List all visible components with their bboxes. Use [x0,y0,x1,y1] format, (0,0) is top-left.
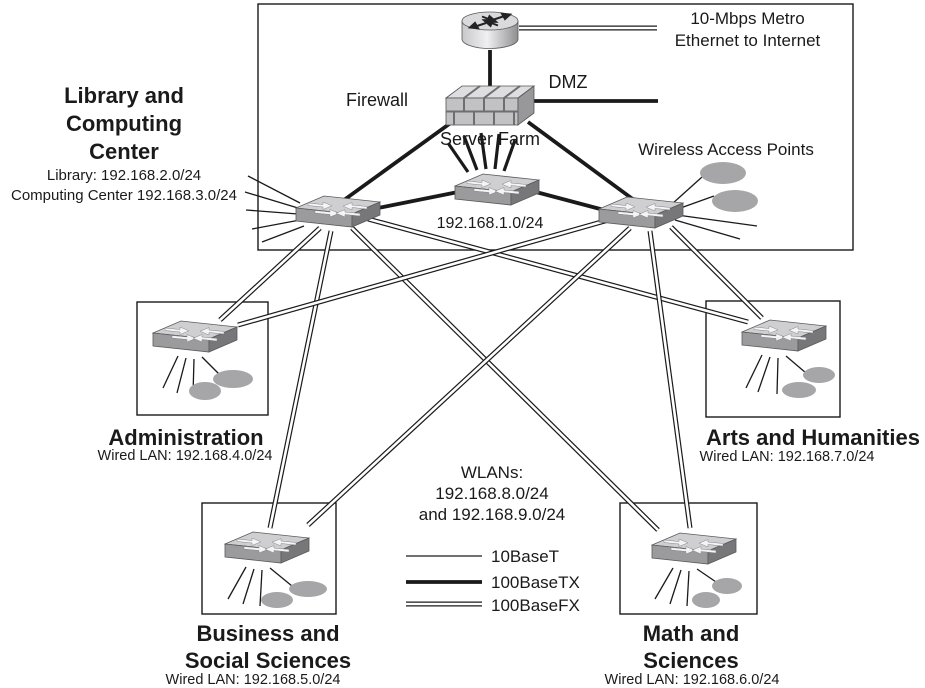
internet-label-line2: Ethernet to Internet [674,31,821,50]
business-box [201,502,337,615]
server-farm-switch-icon [454,173,540,206]
campus-title-line3: Center [89,139,159,164]
arts-fan [745,354,807,395]
wlans-note: WLANs: 192.168.8.0/24 and 192.168.9.0/24 [400,462,584,525]
administration-user-node [213,370,253,388]
campus-label: Library and Computing Center Library: 19… [0,82,248,206]
business-title: Business and Social Sciences [173,620,363,674]
wlans-note-line3: and 192.168.9.0/24 [418,505,566,524]
arts-switch-icon [741,319,827,352]
link-core-right-math [647,230,693,529]
wlans-note-line1: WLANs: [460,463,524,482]
campus-subnet-computing: Computing Center 192.168.3.0/24 [11,187,237,204]
arts-user-node [803,367,835,383]
administration-subnet: Wired LAN: 192.168.4.0/24 [97,448,273,464]
arts-box [705,300,841,418]
math-title-line1: Math and [642,621,740,646]
business-title-line2: Social Sciences [184,648,352,673]
administration-title: Administration [108,425,264,450]
arts-title: Arts and Humanities [706,425,920,450]
link-server-switch-core-right [535,190,605,212]
server-subnet-label: 192.168.1.0/24 [436,215,544,232]
link-core-left-arts [367,216,749,325]
math-switch-icon [651,532,737,565]
legend-label-100basefx: 100BaseFX [491,596,580,615]
campus-subnet-library: Library: 192.168.2.0/24 [46,167,202,184]
internet-label-line1: 10-Mbps Metro [690,9,805,28]
business-user-node [261,592,293,608]
core-left-stations [244,175,305,243]
math-user-node [692,592,720,608]
firewall-icon [445,85,535,126]
server-farm-fan [446,132,517,173]
campus-core-box [257,3,854,251]
firewall-label: Firewall [345,90,408,110]
link-firewall-core-left [342,120,454,202]
dmz-label: DMZ [548,72,588,92]
math-title: Math and Sciences [596,620,786,674]
link-core-left-business [267,230,334,529]
legend-label-100basetx: 100BaseTX [491,573,580,592]
business-title-line1: Business and [196,621,340,646]
arts-user-node [782,382,816,398]
link-core-right-administration [237,216,613,328]
link-core-left-administration [218,226,322,322]
access-point-2-icon [712,190,758,212]
link-firewall-core-right [526,120,636,202]
math-user-node [712,578,742,594]
wireless-access-points-label: Wireless Access Points [638,140,814,159]
administration-box [136,301,269,416]
business-user-node [289,581,327,597]
business-subnet: Wired LAN: 192.168.5.0/24 [165,672,341,688]
link-core-right-arts [669,225,764,320]
administration-switch-icon [152,320,238,353]
core-left-switch-icon [295,195,381,228]
campus-title-line2: Computing [65,111,183,136]
core-right-switch-icon [598,196,684,229]
business-fan [227,566,293,607]
link-core-right-business [306,226,632,527]
access-point-1-icon [700,162,746,184]
math-subnet: Wired LAN: 192.168.6.0/24 [604,672,780,688]
internet-router-icon [461,11,519,50]
campus-title-line1: Library and [64,83,184,108]
business-switch-icon [224,531,310,564]
arts-subnet: Wired LAN: 192.168.7.0/24 [699,449,875,465]
link-server-switch-core-left [377,190,459,210]
math-title-line2: Sciences [643,648,739,673]
wlans-note-line2: 192.168.8.0/24 [435,484,549,503]
administration-user-node [189,382,221,400]
internet-label: 10-Mbps Metro Ethernet to Internet [645,8,850,52]
legend-label-10baset: 10BaseT [491,547,560,566]
server-farm-label: Server Farm [439,129,540,149]
